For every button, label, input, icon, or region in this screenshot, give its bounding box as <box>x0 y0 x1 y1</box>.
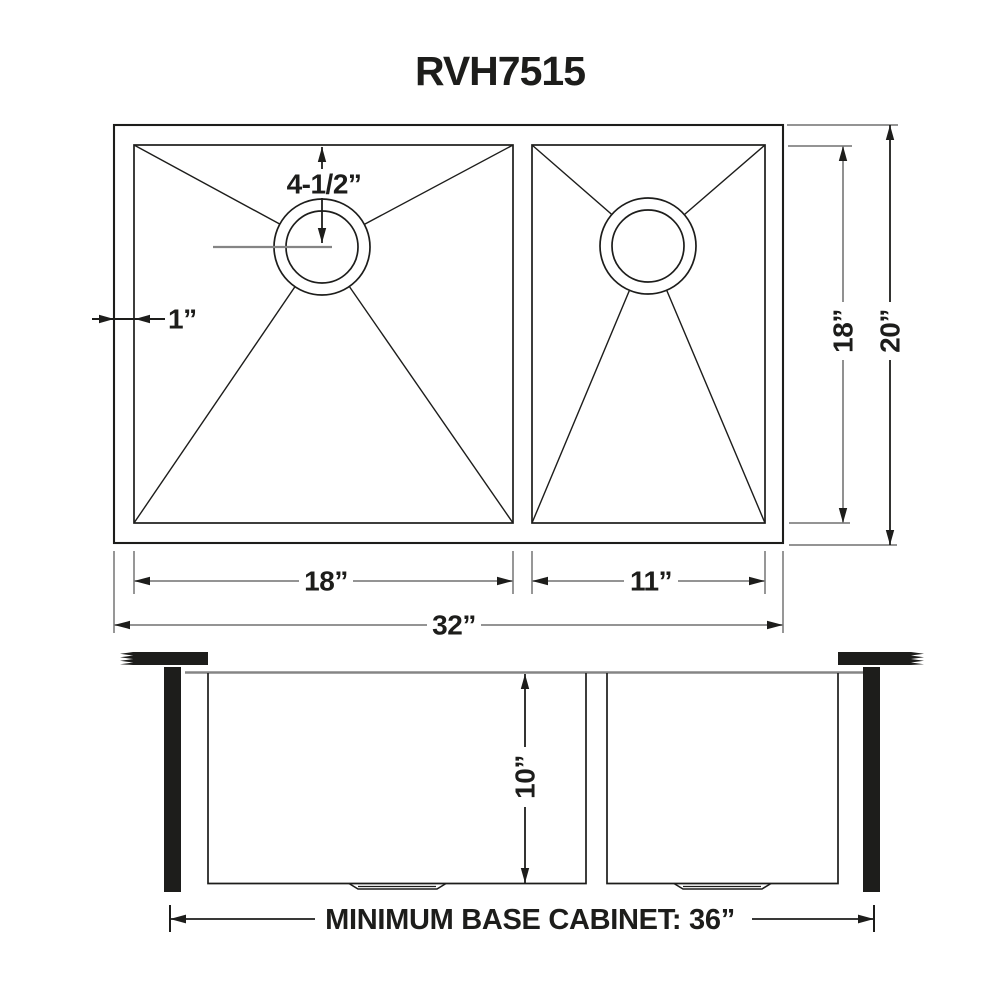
label-backing <box>825 302 861 360</box>
arrow-down-icon <box>838 508 848 523</box>
dim-rim: 1” <box>92 304 197 335</box>
label-backing <box>299 565 353 596</box>
cabinet-wall-right <box>863 667 880 892</box>
right-bowl <box>531 144 766 524</box>
arrow-right-icon <box>767 620 783 630</box>
arrow-left-icon <box>135 314 150 324</box>
right-bowl-outline <box>531 144 766 524</box>
arrow-left-icon <box>134 576 150 586</box>
right-bowl-section <box>606 673 839 885</box>
arrow-right-icon <box>749 576 765 586</box>
dim-overall-width-label: 32” <box>432 610 476 641</box>
left-bowl-slope-line <box>133 246 323 524</box>
dim-left-bowl-width-label: 18” <box>304 566 348 597</box>
arrow-right-icon <box>99 314 114 324</box>
label-backing <box>507 747 543 807</box>
dim-overall-width: 32” <box>114 609 783 641</box>
label-backing <box>427 609 481 640</box>
left-drain-outline <box>348 882 447 890</box>
countertop-right <box>838 652 911 665</box>
dim-overall-depth: 20” <box>872 125 908 545</box>
arrow-left-icon <box>114 620 130 630</box>
arrow-down-icon <box>317 228 327 243</box>
label-backing <box>872 302 908 360</box>
arrow-right-icon <box>858 914 874 924</box>
countertop-left-break-icon <box>120 652 133 665</box>
right-drain-outline <box>673 882 772 890</box>
arrow-up-icon <box>885 125 895 140</box>
right-bowl-slope-line <box>647 245 766 524</box>
countertop-right-break-icon <box>911 652 924 665</box>
countertop-left <box>133 652 208 665</box>
arrow-up-icon <box>520 674 530 689</box>
left-bowl-outline <box>133 144 514 524</box>
label-backing <box>280 169 368 198</box>
cabinet-wall-left <box>164 667 181 892</box>
dim-bowl-depth: 18” <box>825 146 861 523</box>
right-drain-section <box>673 882 772 890</box>
dim-drain-offset-label: 4-1/2” <box>287 169 362 200</box>
dim-rim-label: 1” <box>168 304 197 335</box>
dim-right-bowl-width: 11” <box>532 565 765 597</box>
dim-overall-depth-label: 20” <box>875 309 906 353</box>
dim-bowl-height-label: 10” <box>510 755 541 799</box>
left-bowl-slope-line <box>321 246 514 524</box>
arrow-down-icon <box>885 530 895 545</box>
dim-bowl-depth-label: 18” <box>828 309 859 353</box>
sink-top-view: 4-1/2” 1” 18” 20” <box>92 123 908 641</box>
arrow-right-icon <box>497 576 513 586</box>
left-drain-section <box>348 882 447 890</box>
dim-drain-offset: 4-1/2” <box>280 147 368 243</box>
right-drain-inner <box>611 209 685 283</box>
dim-right-bowl-width-label: 11” <box>630 566 672 597</box>
arrow-up-icon <box>838 146 848 161</box>
dim-bowl-height: 10” <box>507 674 543 883</box>
sink-side-view: 10” MINIMUM BASE CABINET: 36” <box>120 652 924 936</box>
dim-left-bowl-width: 18” <box>134 565 513 597</box>
label-backing <box>624 565 678 596</box>
sink-outer-rim <box>112 123 785 545</box>
arrow-left-icon <box>532 576 548 586</box>
dim-base-cabinet: MINIMUM BASE CABINET: 36” <box>169 904 875 936</box>
arrow-left-icon <box>170 914 186 924</box>
arrow-up-icon <box>317 147 327 162</box>
left-bowl-section <box>207 673 587 885</box>
page-title: RVH7515 <box>415 48 585 94</box>
dim-cabinet-label: MINIMUM BASE CABINET: 36” <box>325 904 735 936</box>
right-bowl-slope-line <box>531 245 649 524</box>
arrow-down-icon <box>520 868 530 883</box>
